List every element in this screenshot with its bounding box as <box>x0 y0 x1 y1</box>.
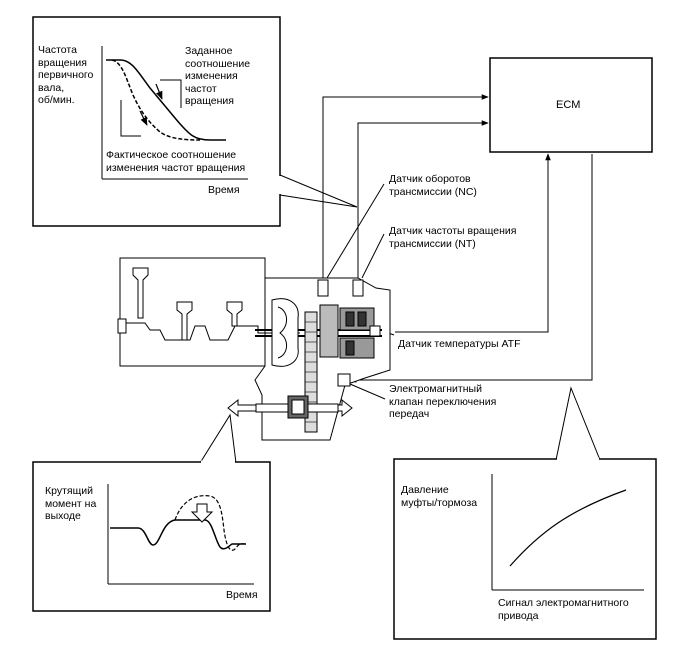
torque-reduction-arrow <box>190 503 214 523</box>
target-ratio-curve <box>106 59 226 141</box>
nc-sensor-label: Датчик оборотов трансмиссии (NC) <box>389 173 477 198</box>
ratio-time-axis-label: Время <box>208 184 240 196</box>
solenoid-signal-axis-label: Сигнал электромагнитного привода <box>498 597 629 622</box>
nt-sensor <box>352 279 364 297</box>
torque-time-axis-label: Время <box>226 589 258 601</box>
actual-ratio-label: Фактическое соотношение изменения частот… <box>106 149 246 174</box>
nc-sensor <box>317 279 329 297</box>
ratio-graph-axes <box>101 46 248 180</box>
target-slope-marker <box>160 79 182 108</box>
nt-sensor-label: Датчик частоты вращения трансмиссии (NT) <box>389 225 517 250</box>
torque-overshoot-curve <box>174 495 247 551</box>
atf-sensor <box>369 325 381 337</box>
ratio-callout <box>32 16 358 227</box>
shift-solenoid <box>337 373 351 387</box>
shift-solenoid-label: Электромагнитный клапан переключения пер… <box>389 383 497 420</box>
output-arrow-left <box>227 398 257 418</box>
torque-axis-label: Крутящий момент на выходе <box>45 485 97 522</box>
target-ratio-label: Заданное соотношение изменения частот вр… <box>185 45 251 107</box>
pressure-callout <box>393 386 657 640</box>
ecm-label: ECM <box>556 99 581 111</box>
atf-sensor-label: Датчик температуры ATF <box>398 338 521 350</box>
rpm-axis-label: Частота вращения первичного вала, об/мин… <box>38 44 94 106</box>
output-arrow-right <box>337 398 353 418</box>
torque-callout <box>32 413 271 612</box>
actual-slope-marker <box>120 100 141 137</box>
pressure-curve <box>509 489 627 567</box>
ecm-box <box>489 57 653 153</box>
pressure-axis-label: Давление муфты/тормоза <box>401 484 478 509</box>
torque-curve <box>110 519 246 550</box>
transmission-drawing <box>117 257 391 441</box>
